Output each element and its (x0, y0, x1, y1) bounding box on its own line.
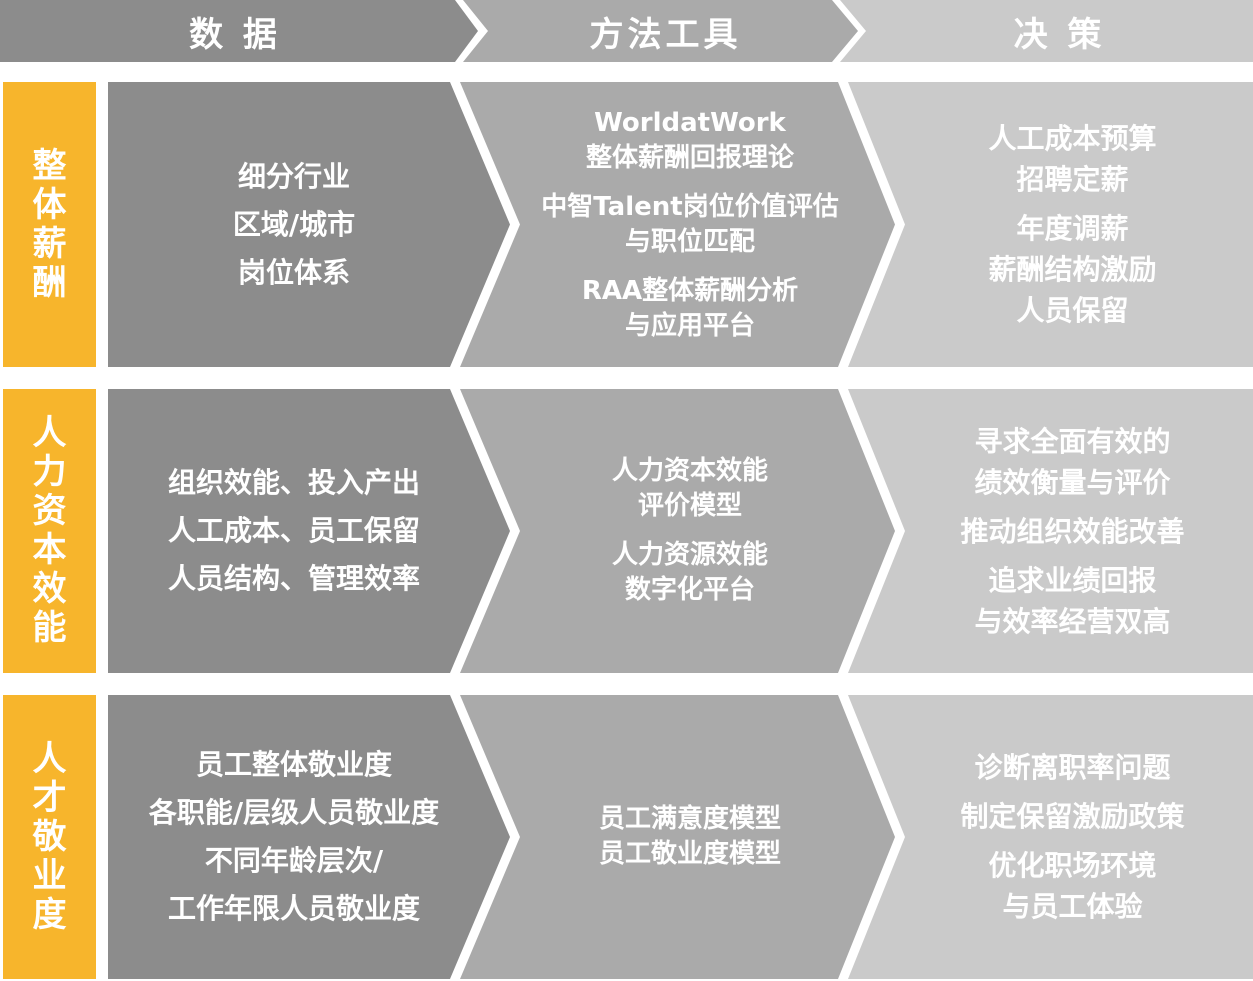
row3-data-cell: 员工整体敬业度 各职能/层级人员敬业度 不同年龄层次/ 工作年限人员敬业度 (108, 695, 480, 979)
row3-decision-band (848, 695, 1253, 979)
row2-tools-line: 数字化平台 (624, 575, 755, 605)
row1-side-char: 薪 (32, 223, 67, 264)
row3-decision-group: 诊断离职率问题 (974, 747, 1170, 788)
row2-side-label: 人 力 资 本 效 能 (3, 389, 96, 673)
row2-data-cell: 组织效能、投入产出 人工成本、员工保留 人员结构、管理效率 (108, 389, 480, 673)
row3-tools-group: 员工满意度模型 员工敬业度模型 (599, 802, 781, 872)
row2-decision-line: 寻求全面有效的 (974, 424, 1171, 458)
row1-tools-line: RAA整体薪酬分析 (581, 275, 799, 306)
row3-decision-line: 诊断离职率问题 (974, 751, 1171, 784)
row2-data-line: 人工成本、员工保留 (167, 514, 420, 547)
row2-side-char: 本 (32, 530, 67, 570)
row1-tools-line: 整体薪酬回报理论 (585, 142, 794, 173)
row2-decision-group: 寻求全面有效的 绩效衡量与评价 (974, 421, 1170, 503)
row3-tools-cell: 员工满意度模型 员工敬业度模型 (520, 695, 860, 979)
row2-tools-band (460, 389, 895, 673)
header-data: 数 据 (189, 14, 281, 55)
row3-decision-cell: 诊断离职率问题 制定保留激励政策 优化职场环境 与员工体验 (900, 695, 1245, 979)
row1-data-line: 区域/城市 (232, 207, 356, 241)
row3-side-char: 才 (32, 777, 67, 818)
row2-tools-cell: 人力资本效能 评价模型 人力资源效能 数字化平台 (520, 389, 860, 673)
row2-side-char: 力 (32, 452, 67, 492)
row1-decision-group: 人工成本预算 招聘定薪 (988, 118, 1156, 200)
row2-side-char: 能 (32, 608, 67, 648)
row3-data-band (108, 695, 510, 979)
row2-data-line: 人员结构、管理效率 (167, 562, 420, 595)
row1-decision-line: 人工成本预算 (988, 122, 1157, 155)
row1-data-line: 岗位体系 (237, 255, 350, 289)
row1-data-line: 细分行业 (237, 159, 350, 193)
row3-side-char: 业 (32, 855, 67, 896)
row3-side-label-bg (3, 695, 96, 979)
row2-decision-group: 推动组织效能改善 (960, 511, 1184, 552)
row3-side-char: 度 (32, 894, 67, 935)
row2-decision-cell: 寻求全面有效的 绩效衡量与评价 推动组织效能改善 追求业绩回报 与效率经营双高 (900, 389, 1245, 673)
row2-decision-line: 推动组织效能改善 (960, 514, 1185, 548)
row1-decision-line: 薪酬结构激励 (988, 253, 1157, 286)
row1-tools-cell: WorldatWork 整体薪酬回报理论 中智Talent岗位价值评估 与职位匹… (520, 82, 860, 367)
row2-tools-group: 人力资本效能 评价模型 (612, 454, 768, 524)
row2-decision-line: 追求业绩回报 (988, 563, 1157, 597)
row3-side-label: 人 才 敬 业 度 (3, 695, 96, 979)
row3-decision-group: 制定保留激励政策 (960, 796, 1184, 837)
row1-tools-line: 与职位匹配 (624, 226, 755, 257)
row3-decision-line: 与员工体验 (1002, 890, 1143, 923)
row3-decision-line: 优化职场环境 (988, 849, 1157, 882)
row2-side-label-bg (3, 389, 96, 673)
row3-tools-line: 员工满意度模型 (598, 804, 781, 834)
row1-tools-group: 中智Talent岗位价值评估 与职位匹配 (541, 190, 838, 260)
row1-decision-line: 招聘定薪 (1016, 163, 1129, 196)
row1-data-cell: 细分行业 区域/城市 岗位体系 (108, 82, 480, 367)
row1-decision-group: 年度调薪 薪酬结构激励 人员保留 (988, 208, 1156, 331)
row2-tools-group: 人力资源效能 数字化平台 (612, 538, 768, 608)
row3-side-char: 人 (32, 738, 67, 779)
row2-data-line: 组织效能、投入产出 (167, 466, 420, 499)
row3-tools-band (460, 695, 895, 979)
header-tools: 方法工具 (589, 14, 742, 55)
row2-data-band (108, 389, 510, 673)
row1-side-char: 整 (32, 145, 67, 186)
row1-side-char: 体 (32, 184, 67, 225)
row1-data-band (108, 82, 510, 367)
row1-tools-line: 中智Talent岗位价值评估 (541, 191, 839, 222)
row1-decision-band (848, 82, 1253, 367)
row1-tools-line: 与应用平台 (624, 310, 755, 341)
row1-decision-line: 人员保留 (1016, 294, 1129, 327)
row3-data-line: 工作年限人员敬业度 (167, 892, 420, 925)
row2-side-char: 效 (32, 569, 67, 609)
row2-decision-line: 绩效衡量与评价 (974, 465, 1171, 499)
row2-decision-band (848, 389, 1253, 673)
row2-tools-line: 人力资本效能 (611, 456, 768, 486)
row3-side-char: 敬 (32, 816, 67, 857)
row2-tools-line: 人力资源效能 (611, 540, 768, 570)
header-decision-band (840, 0, 1253, 62)
row1-tools-band (460, 82, 895, 367)
row2-side-char: 资 (32, 491, 67, 531)
header-data-band (0, 0, 478, 62)
row2-decision-group: 追求业绩回报 与效率经营双高 (974, 560, 1170, 642)
row1-tools-group: WorldatWork 整体薪酬回报理论 (586, 106, 794, 176)
row2-side-char: 人 (32, 413, 67, 453)
header-tools-band (463, 0, 858, 62)
row3-decision-group: 优化职场环境 与员工体验 (988, 845, 1156, 927)
row1-decision-line: 年度调薪 (1016, 212, 1129, 245)
row3-tools-line: 员工敬业度模型 (598, 839, 781, 869)
row3-data-line: 不同年龄层次/ (204, 844, 384, 877)
header-decision: 决 策 (1013, 14, 1106, 55)
row1-decision-cell: 人工成本预算 招聘定薪 年度调薪 薪酬结构激励 人员保留 (900, 82, 1245, 367)
row1-side-char: 酬 (32, 262, 67, 303)
row3-data-line: 各职能/层级人员敬业度 (148, 796, 440, 829)
row3-data-line: 员工整体敬业度 (195, 748, 392, 781)
row1-tools-line: WorldatWork (594, 107, 786, 138)
row2-decision-line: 与效率经营双高 (974, 604, 1171, 638)
row1-side-label: 整 体 薪 酬 (3, 82, 96, 367)
row3-decision-line: 制定保留激励政策 (960, 800, 1185, 833)
row1-side-label-bg (3, 82, 96, 367)
row1-tools-group: RAA整体薪酬分析 与应用平台 (582, 274, 798, 344)
row2-tools-line: 评价模型 (637, 491, 742, 521)
